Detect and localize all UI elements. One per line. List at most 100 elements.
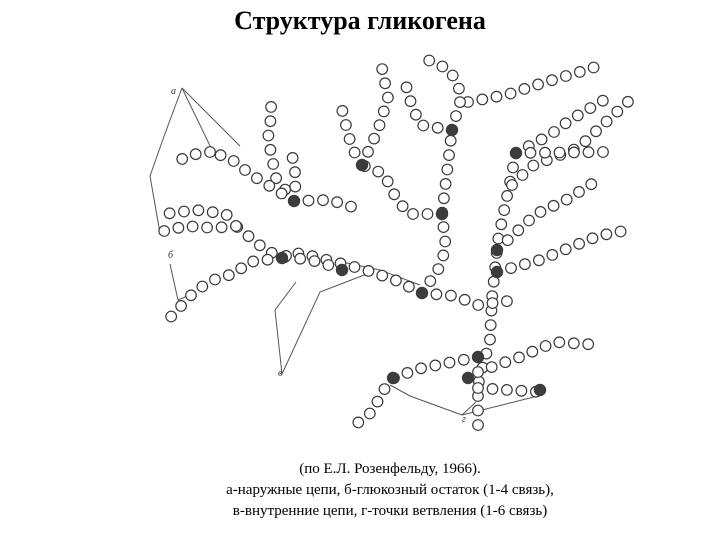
branch-point [415, 286, 429, 300]
glucose-residue [585, 178, 598, 191]
glucose-residue [302, 194, 315, 207]
glucose-residue [596, 94, 609, 107]
glucose-residue [454, 96, 466, 108]
glucose-residue [472, 404, 484, 417]
glucose-residue [444, 134, 457, 147]
glucose-residue [286, 151, 299, 164]
glucose-residue [501, 295, 513, 308]
glucose-residue [267, 158, 280, 170]
glucose-residue [586, 232, 599, 245]
glucose-residue [504, 87, 517, 100]
figure-caption: (по Е.Л. Розенфельду, 1966). а-наружные … [150, 459, 630, 522]
branch-point [533, 383, 547, 397]
glucose-residue [437, 249, 450, 262]
glucose-residue [289, 180, 302, 193]
caption-legend-vg: в-внутренние цепи, г-точки ветвления (1-… [232, 503, 548, 519]
glucose-residue [373, 119, 386, 132]
glucose-residue [567, 337, 580, 350]
glucose-residue [486, 297, 499, 310]
glucose-residue [547, 199, 560, 212]
glucose-residue [526, 345, 539, 358]
glucose-residue [559, 243, 572, 256]
leader-line [389, 384, 463, 416]
glucose-residue [401, 367, 414, 379]
glucose-residue [553, 146, 566, 159]
leader-line [274, 281, 297, 375]
glucose-residue [215, 221, 228, 234]
glucose-residue [270, 172, 283, 185]
glucose-residue [189, 148, 202, 161]
glucose-residue [381, 175, 394, 188]
glucose-residue [584, 102, 597, 114]
glucose-residue [472, 366, 484, 378]
glucose-residue [519, 258, 531, 271]
glucose-residue [445, 289, 457, 302]
glucose-residue [331, 196, 344, 209]
glucose-residue [446, 69, 459, 82]
glucose-residue [587, 61, 600, 74]
glucose-chain [472, 336, 595, 378]
glucose-residue [242, 230, 255, 243]
glucose-residue [390, 274, 402, 287]
glucose-residue [484, 319, 497, 332]
glucose-residue [423, 54, 436, 67]
glucose-residue [590, 125, 602, 138]
branch-point [490, 265, 504, 279]
caption-legend-ab: а-наружные цепи, б-глюкозный остаток (1-… [226, 482, 554, 498]
glucose-chain [416, 287, 513, 311]
glucose-residue [403, 280, 415, 293]
glucose-residue [614, 225, 627, 238]
glucose-residue [507, 161, 519, 174]
glucose-residue [340, 119, 352, 131]
glucose-residue [523, 214, 535, 227]
glucose-residue [178, 205, 190, 218]
branch-point [435, 207, 449, 221]
glucose-residue [439, 235, 452, 248]
glucose-residue [201, 221, 214, 234]
glucose-residue [348, 146, 361, 159]
glucose-residue [539, 146, 551, 159]
glucose-residue [450, 110, 462, 122]
glucose-residue [438, 192, 450, 205]
glucose-residue [378, 383, 391, 396]
glucose-residue [548, 126, 560, 138]
glucose-residue [265, 100, 278, 113]
glucose-residue [573, 65, 586, 78]
glucose-residue [579, 135, 592, 148]
glucose-residue [560, 193, 573, 206]
glucose-residue [534, 205, 547, 218]
glucose-residue [432, 263, 445, 276]
leader-line [181, 87, 215, 155]
glucose-residue [472, 299, 485, 311]
glucose-residue [372, 165, 385, 178]
glucose-chain [400, 81, 458, 136]
glucose-residue [472, 382, 484, 394]
branch-point [287, 194, 301, 208]
glucose-residue [505, 262, 517, 275]
glucose-residue [264, 143, 277, 156]
glucose-residue [261, 253, 274, 266]
glucose-residue [560, 70, 572, 82]
glucose-residue [204, 146, 216, 158]
glucose-residue [362, 265, 375, 277]
glucose-residue [571, 109, 584, 122]
glucose-residue [495, 218, 508, 231]
glucose-residue [379, 77, 392, 90]
glucose-residue [501, 234, 514, 247]
branch-point [461, 371, 475, 385]
glucose-residue [443, 149, 455, 162]
branch-point [490, 243, 504, 257]
glucose-residue [501, 189, 514, 202]
glucose-residue [192, 204, 205, 217]
glucose-residue [515, 384, 528, 397]
glucose-residue [377, 105, 390, 118]
glucose-residue [484, 333, 496, 346]
glucose-residue [363, 407, 376, 420]
glucose-chain [356, 63, 394, 171]
glucose-residue [453, 82, 465, 95]
glucose-residue [600, 115, 613, 128]
glucose-residue [546, 248, 559, 261]
branch-point [355, 158, 369, 172]
